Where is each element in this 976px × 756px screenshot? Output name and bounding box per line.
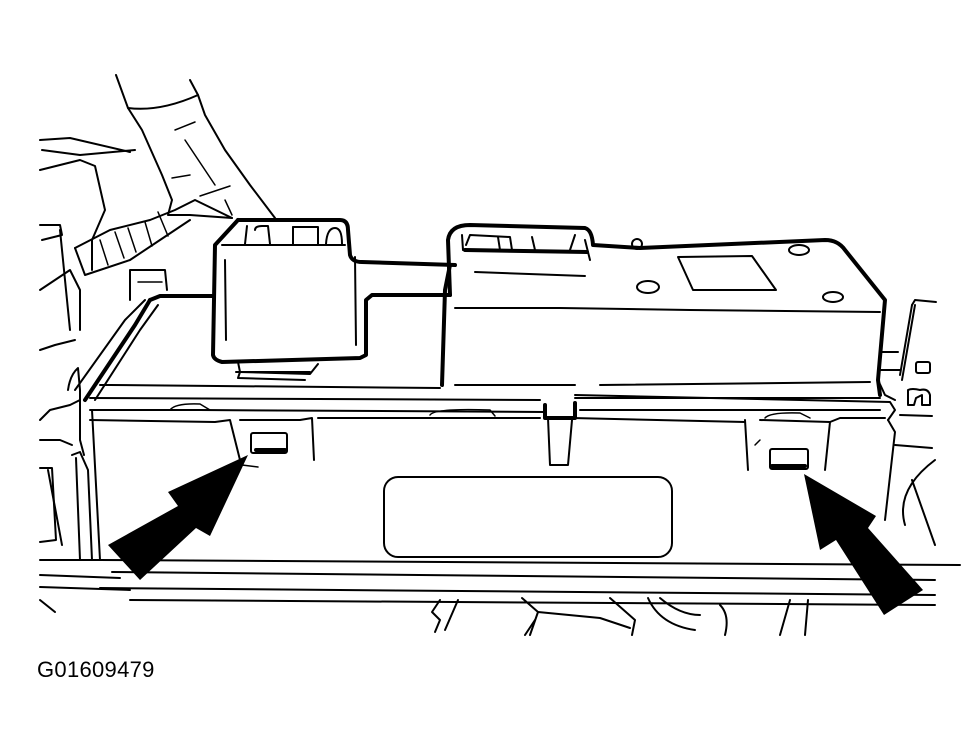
left-connector xyxy=(211,218,457,381)
left-retaining-tab xyxy=(250,432,288,454)
lower-components xyxy=(39,597,809,636)
right-module xyxy=(440,223,887,397)
right-retaining-tab xyxy=(769,448,809,470)
module-housing xyxy=(74,294,961,606)
right-bracket xyxy=(877,299,937,546)
label-window xyxy=(383,476,673,558)
small-connector xyxy=(129,269,168,301)
wiring-harness xyxy=(39,74,276,331)
left-retaining-tab-arrow xyxy=(108,455,248,580)
figure-id-label: G01609479 xyxy=(37,657,155,682)
left-bracket xyxy=(39,269,131,591)
right-retaining-tab-arrow xyxy=(804,474,923,615)
